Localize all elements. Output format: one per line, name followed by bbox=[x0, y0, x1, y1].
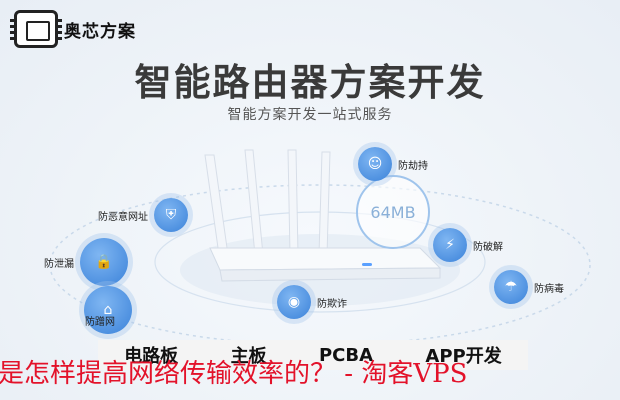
feature-anti-fraud[interactable]: ◉ 防欺诈 bbox=[277, 285, 347, 319]
router-front bbox=[219, 267, 441, 282]
feature-label: 防恶意网址 bbox=[98, 211, 148, 223]
chip-icon bbox=[10, 10, 62, 48]
home-icon: ⌂ bbox=[84, 286, 132, 334]
service-item[interactable]: 主板 bbox=[230, 346, 267, 367]
umbrella-icon: ☂ bbox=[494, 270, 528, 304]
service-item[interactable]: PCBA bbox=[318, 344, 374, 366]
page-title: 智能路由器方案开发 bbox=[134, 61, 486, 104]
feature-anti-freeload[interactable]: ⌂ bbox=[84, 286, 132, 334]
services-bar: 电路板 主板 PCBA APP开发 bbox=[98, 340, 528, 370]
shield-icon: ⛨ bbox=[154, 198, 188, 232]
brand-name: 奥芯方案 bbox=[64, 21, 136, 42]
eye-icon: ◉ bbox=[277, 285, 311, 319]
feature-label: 防破解 bbox=[473, 241, 503, 253]
service-item[interactable]: APP开发 bbox=[425, 346, 502, 367]
overlay-banner[interactable]: 是怎样提高网络传输效率的？ - 淘客VPS bbox=[0, 359, 468, 389]
feature-label: 防劫持 bbox=[398, 160, 428, 172]
feature-label: 防病毒 bbox=[534, 283, 564, 295]
feature-anti-malicious-url[interactable]: 防恶意网址 ⛨ bbox=[98, 198, 188, 232]
storage-badge: 64MB bbox=[356, 175, 430, 249]
brand-logo[interactable]: 奥芯方案 bbox=[10, 10, 136, 48]
page-subtitle: 智能方案开发一站式服务 bbox=[227, 107, 393, 123]
feature-anti-hijack[interactable]: ☺ 防劫持 bbox=[358, 147, 428, 181]
face-icon: ☺ bbox=[358, 147, 392, 181]
feature-anti-leak[interactable]: 防泄漏 🔒 bbox=[44, 238, 128, 286]
feature-label: 防欺诈 bbox=[317, 298, 347, 310]
feature-label: 防泄漏 bbox=[44, 258, 74, 270]
router-top bbox=[209, 247, 442, 271]
service-item[interactable]: 电路板 bbox=[124, 346, 179, 367]
feature-label-anti-freeload: 防蹭网 bbox=[85, 317, 115, 328]
router-led bbox=[362, 263, 372, 266]
feature-anti-virus[interactable]: ☂ 防病毒 bbox=[494, 270, 564, 304]
lightning-icon: ⚡ bbox=[433, 228, 467, 262]
lock-icon: 🔒 bbox=[80, 238, 128, 286]
feature-anti-crack[interactable]: ⚡ 防破解 bbox=[433, 228, 503, 262]
